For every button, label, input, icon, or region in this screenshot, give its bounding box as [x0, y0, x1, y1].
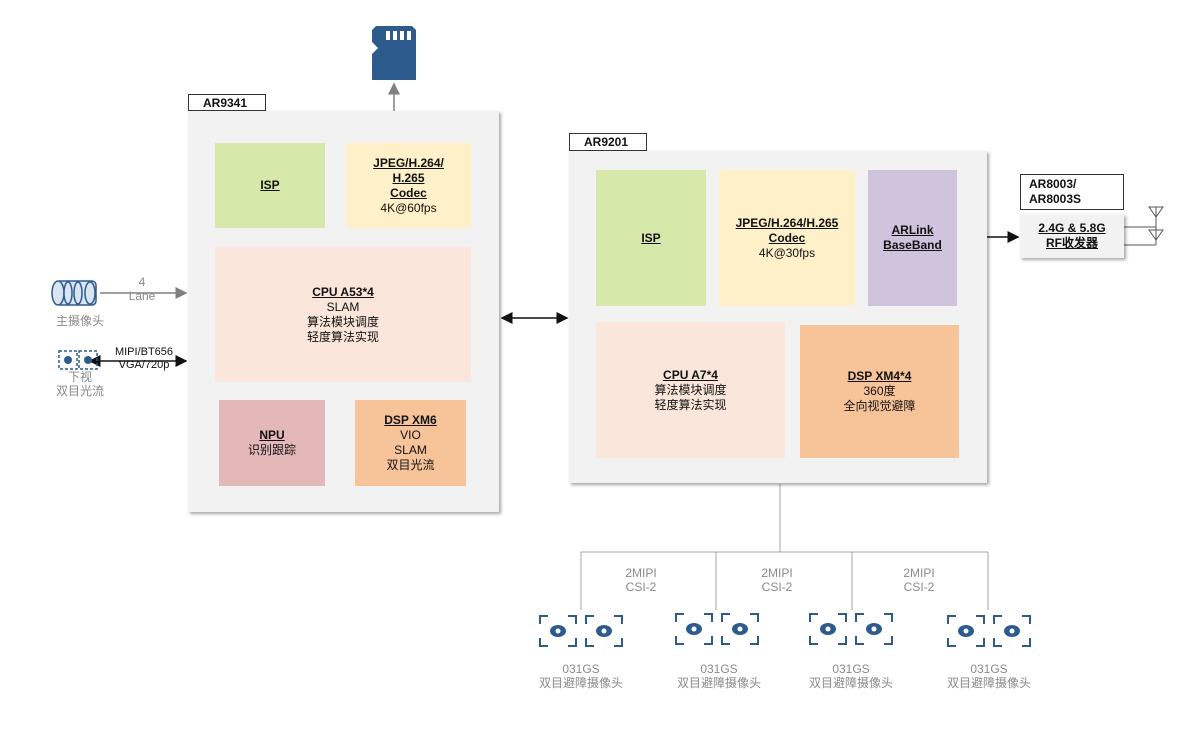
down-camera-label: 下视 双目光流	[55, 370, 104, 398]
ar9201-isp-block: ISP	[596, 170, 706, 306]
ar9341-cpu-block: CPU A53*4 SLAM 算法模块调度 轻度算法实现	[215, 247, 471, 382]
ar9341-npu-block: NPU 识别跟踪	[219, 400, 325, 486]
stereo-camera-icon	[539, 615, 623, 647]
ar9341-dsp-block: DSP XM6 VIO SLAM 双目光流	[355, 400, 466, 486]
ar9341-isp-block: ISP	[215, 143, 325, 228]
ar9201-cpu-block: CPU A7*4 算法模块调度 轻度算法实现	[596, 322, 785, 458]
ar9341-codec-block: JPEG/H.264/ H.265 Codec 4K@60fps	[346, 143, 471, 228]
stereo-camera-icon	[809, 613, 893, 645]
rf-chip-label: AR8003/ AR8003S	[1020, 174, 1124, 210]
ar9201-dsp-block: DSP XM4*4 360度 全向视觉避障	[800, 325, 959, 458]
ar9341-label: AR9341	[188, 94, 266, 111]
lane-count-label: 4 Lane	[128, 275, 156, 303]
ar9201-label: AR9201	[569, 133, 647, 151]
stereo-camera-icon	[947, 615, 1031, 647]
rf-transceiver-block: 2.4G & 5.8G RF收发器	[1020, 214, 1124, 258]
stereo-camera-icon	[675, 613, 759, 645]
mipi-bus-lines	[580, 484, 989, 610]
down-camera-interface: MIPI/BT656 VGA/720p	[114, 346, 174, 371]
ar9201-baseband-block: ARLink BaseBand	[868, 170, 957, 306]
ar9201-codec-block: JPEG/H.264/H.265 Codec 4K@30fps	[719, 170, 855, 306]
main-camera-label: 主摄像头	[55, 314, 104, 328]
antenna-icon	[1124, 206, 1164, 246]
